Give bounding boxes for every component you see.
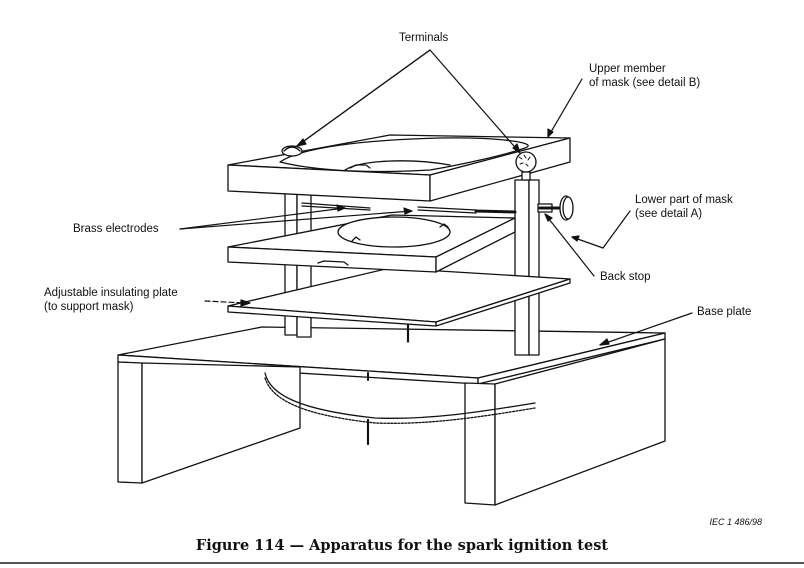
label-upper-member-line2: of mask (see detail B)	[589, 77, 701, 89]
label-lower-part-line2: (see detail A)	[635, 208, 703, 220]
label-insulating-plate: Adjustable insulating plate (to support …	[44, 286, 178, 314]
label-upper-member-line1: Upper member	[589, 63, 666, 75]
label-lower-part-of-mask: Lower part of mask (see detail A)	[635, 193, 733, 221]
left-leg	[117, 361, 301, 484]
label-base-plate: Base plate	[697, 306, 752, 318]
label-terminals: Terminals	[399, 32, 449, 44]
bottom-rule	[0, 562, 804, 564]
figure-reference-number: IEC 1 486/98	[709, 517, 762, 527]
right-post	[514, 179, 540, 356]
back-stop-screw	[537, 195, 574, 221]
label-brass-electrodes: Brass electrodes	[73, 223, 159, 235]
insulating-plate	[227, 267, 571, 344]
lower-mask-plate	[227, 214, 516, 273]
label-insulating-plate-line2: (to support mask)	[44, 301, 134, 313]
leader-lines	[179, 49, 693, 346]
figure-caption: Figure 114 — Apparatus for the spark ign…	[195, 537, 609, 554]
label-upper-member: Upper member of mask (see detail B)	[589, 62, 700, 90]
terminal-right	[515, 151, 537, 181]
label-insulating-plate-line1: Adjustable insulating plate	[44, 287, 178, 299]
brass-electrodes	[301, 202, 517, 214]
under-disc	[264, 372, 536, 447]
label-lower-part-line1: Lower part of mask	[635, 194, 733, 206]
upper-mask-plate	[227, 134, 571, 202]
terminal-left	[281, 145, 303, 157]
right-leg	[464, 338, 666, 506]
label-back-stop: Back stop	[600, 271, 651, 283]
